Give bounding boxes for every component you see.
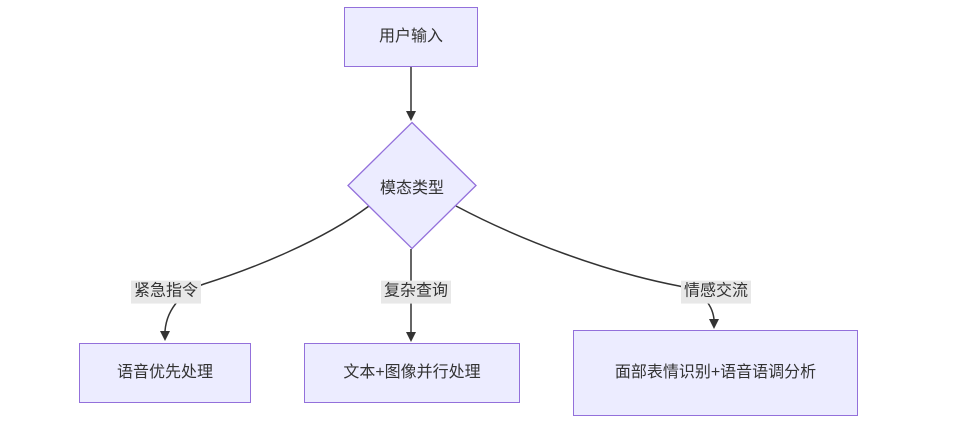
arrowhead-icon: [160, 331, 170, 341]
node-voice-priority-label: 语音优先处理: [116, 364, 213, 382]
edge-label-urgent-command: 紧急指令: [130, 280, 202, 304]
node-modality-type-shape: [347, 121, 477, 250]
edge-modality-to-face-voice: [455, 205, 715, 320]
node-modality-type-label: 模态类型: [379, 180, 445, 197]
arrowhead-icon: [709, 319, 719, 329]
node-voice-priority: 语音优先处理: [79, 343, 251, 403]
node-user-input-label: 用户输入: [378, 28, 443, 46]
arrowhead-icon: [406, 111, 416, 121]
node-text-image-parallel-label: 文本+图像并行处理: [343, 364, 481, 382]
arrowhead-icon: [406, 332, 416, 342]
node-face-voice-analysis: 面部表情识别+语音语调分析: [573, 330, 858, 416]
edge-modality-to-voice-priority: [164, 205, 370, 332]
edge-label-complex-query: 复杂查询: [380, 280, 452, 304]
node-face-voice-analysis-label: 面部表情识别+语音语调分析: [614, 364, 817, 382]
edge-label-emotional-communication: 情感交流: [680, 280, 752, 304]
node-user-input: 用户输入: [344, 7, 478, 67]
node-text-image-parallel: 文本+图像并行处理: [304, 343, 520, 403]
